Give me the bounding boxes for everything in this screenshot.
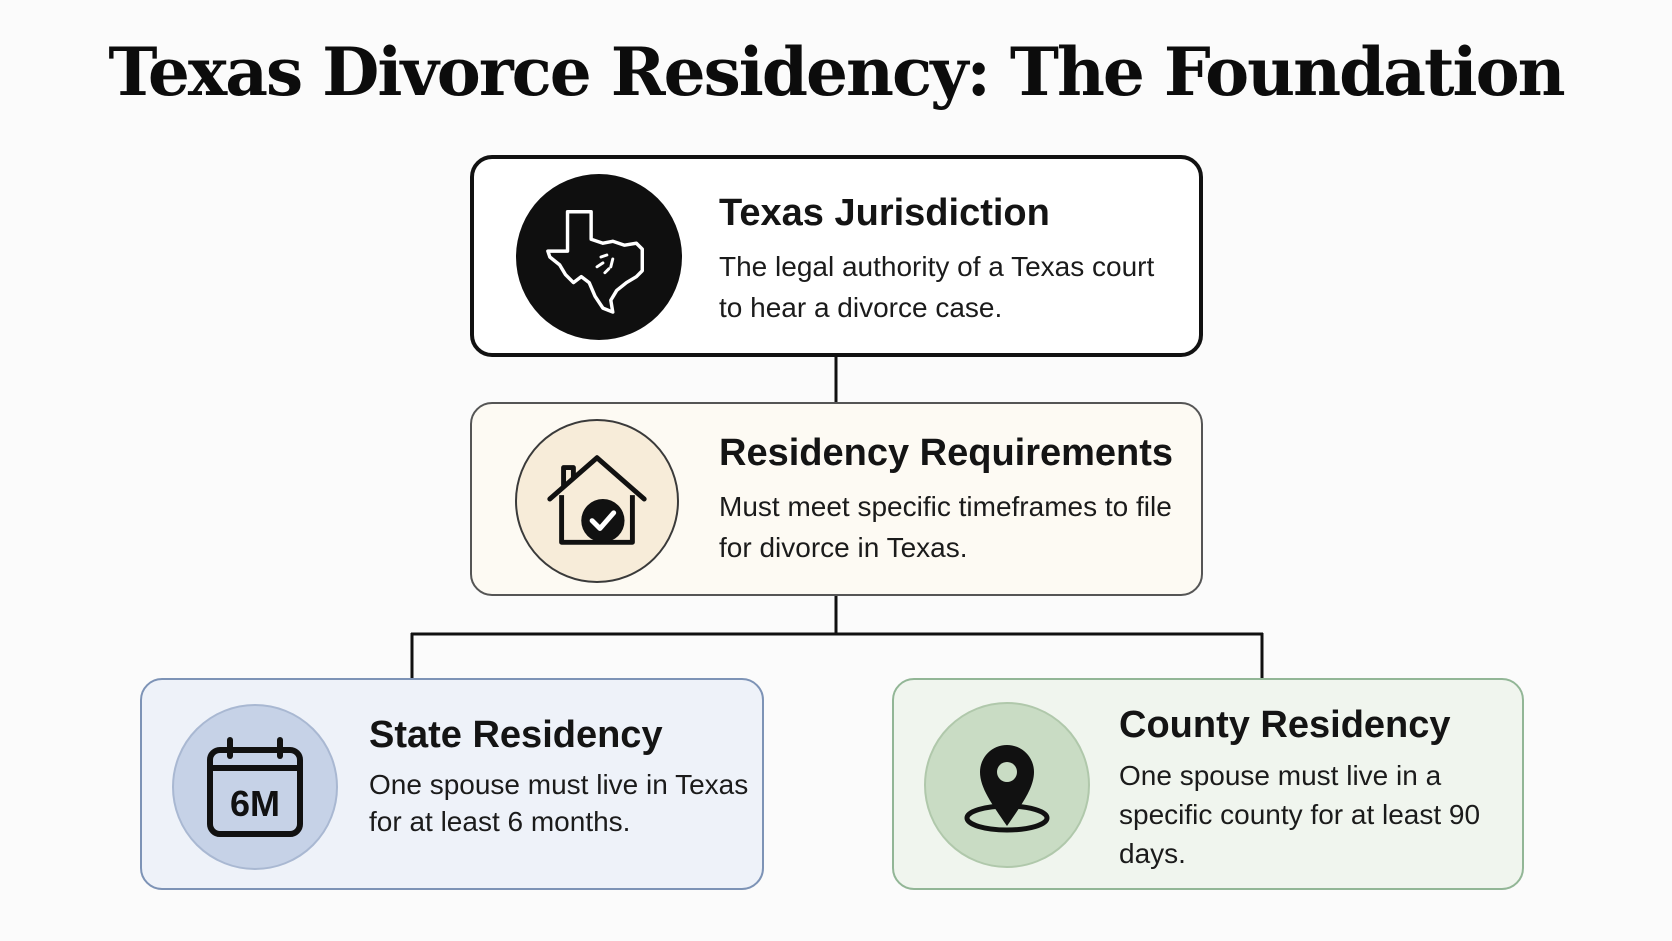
calendar-icon: 6M [172,704,338,870]
map-pin-icon [924,702,1090,868]
residency-requirements-card: Residency Requirements Must meet specifi… [470,402,1203,596]
state-residency-description: One spouse must live in Texas for at lea… [369,769,749,837]
house-check-icon [515,419,679,583]
state-residency-card: 6M State Residency One spouse must live … [140,678,764,890]
county-residency-description: One spouse must live in a specific count… [1119,760,1481,869]
county-residency-title: County Residency [1119,704,1451,746]
residency-description: Must meet specific timeframes to file fo… [719,491,1172,563]
texas-map-icon [516,174,682,340]
jurisdiction-description: The legal authority of a Texas court to … [719,251,1155,323]
page-title: Texas Divorce Residency: The Foundation [108,33,1565,111]
texas-jurisdiction-card: Texas Jurisdiction The legal authority o… [470,155,1203,357]
residency-title: Residency Requirements [719,432,1174,474]
calendar-icon-text: 6M [230,783,280,824]
county-residency-card: County Residency One spouse must live in… [892,678,1524,890]
state-residency-title: State Residency [369,714,663,756]
jurisdiction-title: Texas Jurisdiction [719,192,1050,234]
